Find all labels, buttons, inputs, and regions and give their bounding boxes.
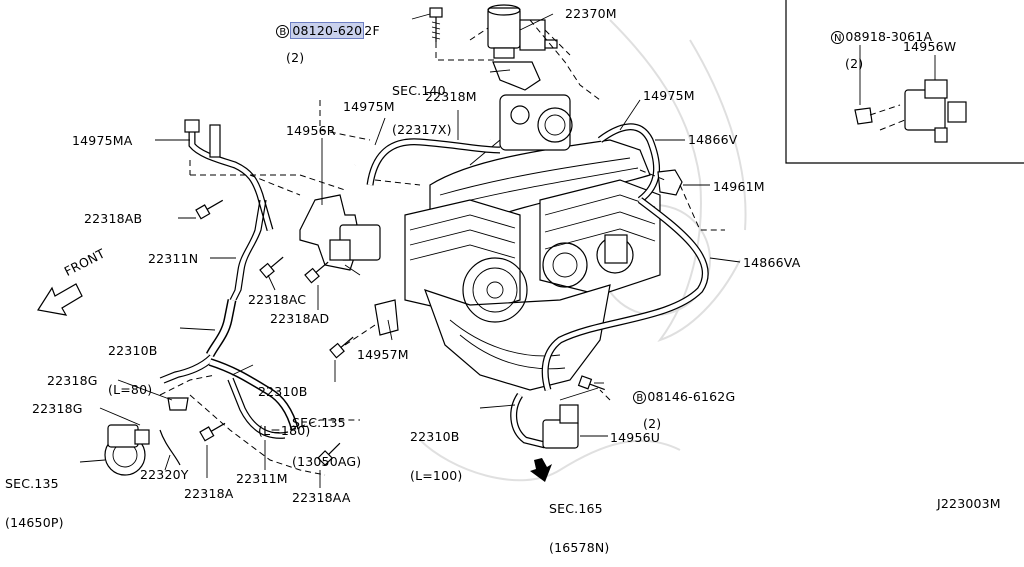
bracket-sec140 (492, 61, 541, 91)
label-sec135-13050AG[interactable]: SEC.135 (13050AG) (292, 390, 361, 481)
label-08120-code-rest: 2F (364, 23, 380, 38)
label-14957M[interactable]: 14957M (357, 347, 409, 362)
reference-lines (159, 19, 906, 476)
label-14866V[interactable]: 14866V (688, 132, 738, 147)
label-14956U[interactable]: 14956U (610, 430, 661, 445)
nut-prefix-circle-icon: N (831, 31, 845, 44)
label-22310B-L80-sub: (L=80) (108, 382, 153, 397)
label-sec135-14650P[interactable]: SEC.135 (14650P) (5, 451, 64, 542)
label-22310B-L80[interactable]: 22310B (L=80) (108, 318, 158, 409)
label-14956W[interactable]: 14956W (903, 39, 957, 54)
label-08918-code: 08918-3061A (845, 29, 933, 44)
label-14975M-right[interactable]: 14975M (643, 88, 695, 103)
label-22320Y[interactable]: 22320Y (140, 467, 189, 482)
label-sec140-title: SEC.140 (392, 83, 446, 98)
label-sec135-13050AG-sub: (13050AG) (292, 454, 362, 469)
solenoid-14956U (542, 387, 599, 449)
label-sec140[interactable]: SEC.140 (22317X) (392, 58, 452, 149)
front-arrow-icon (37, 283, 83, 316)
hoses (352, 120, 709, 449)
inset-frame (785, 0, 1024, 164)
label-sec140-sub: (22317X) (392, 122, 452, 137)
label-08146-code: 08146-6162G (647, 389, 736, 404)
label-22310B-L180-title: 22310B (258, 384, 308, 399)
label-22310B-L180[interactable]: 22310B (L=180) (258, 359, 310, 450)
label-sec165-sub: (16578N) (549, 540, 610, 555)
label-22311N[interactable]: 22311N (148, 251, 199, 266)
label-08120-code-highlight: 08120-620 (290, 22, 365, 39)
label-22311M[interactable]: 22311M (236, 471, 288, 486)
sensor-14961M (657, 169, 683, 196)
solenoid-14956R (299, 194, 381, 276)
engine-assembly (404, 94, 661, 391)
label-sec135-14650P-sub: (14650P) (5, 515, 64, 530)
label-22318M[interactable]: 22318M (425, 89, 477, 104)
sec165-arrow-icon (530, 458, 552, 482)
label-22318G-2[interactable]: 22318G (32, 401, 83, 416)
pipes-left (104, 119, 299, 476)
label-22318A[interactable]: 22318A (184, 486, 234, 501)
leader-lines (79, 13, 936, 488)
label-sec165-title: SEC.165 (549, 501, 603, 516)
label-22310B-L180-sub: (L=180) (258, 423, 311, 438)
label-sec135-13050AG-title: SEC.135 (292, 415, 346, 430)
label-sec135-14650P-title: SEC.135 (5, 476, 59, 491)
bracket-14957M (374, 299, 399, 336)
label-22370M[interactable]: 22370M (565, 6, 617, 21)
label-14975M-top[interactable]: 14975M (343, 99, 395, 114)
label-22310B-L100[interactable]: 22310B (L=100) (410, 404, 462, 495)
label-14956R[interactable]: 14956R (286, 123, 336, 138)
label-14866VA[interactable]: 14866VA (743, 255, 801, 270)
label-08120-qty: (2) (286, 50, 305, 65)
label-22318AB[interactable]: 22318AB (84, 211, 143, 226)
label-22310B-L80-title: 22310B (108, 343, 158, 358)
label-22318AC[interactable]: 22318AC (248, 292, 307, 307)
label-08918-qty: (2) (845, 56, 864, 71)
bolt-08120 (429, 7, 443, 42)
label-22318G-1[interactable]: 22318G (47, 373, 98, 388)
canister-22370M (487, 4, 558, 59)
label-22318AD[interactable]: 22318AD (270, 311, 330, 326)
bolt-prefix-circle-icon: B (276, 25, 290, 38)
bolt-prefix-circle-icon: B (633, 391, 647, 404)
label-sec165[interactable]: SEC.165 (16578N) (549, 476, 609, 567)
label-22310B-L100-sub: (L=100) (410, 468, 463, 483)
bolts (195, 199, 605, 466)
label-14975MA[interactable]: 14975MA (72, 133, 133, 148)
diagram-id: J223003M (937, 496, 1001, 511)
label-14961M[interactable]: 14961M (713, 179, 765, 194)
label-22310B-L100-title: 22310B (410, 429, 460, 444)
label-08146-qty: (2) (643, 416, 662, 431)
solenoid-14956W (854, 79, 967, 143)
parts-diagram (37, 0, 1024, 488)
label-22318AA[interactable]: 22318AA (292, 490, 351, 505)
